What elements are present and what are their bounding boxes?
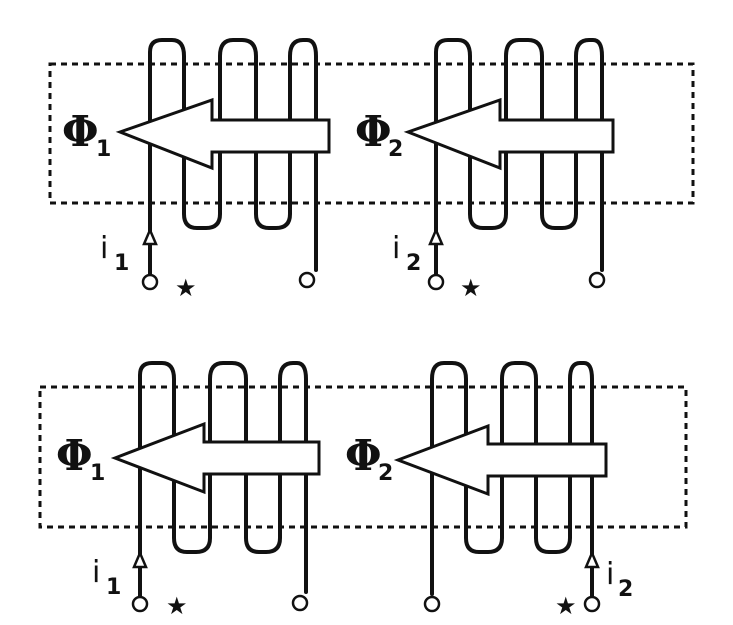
coil-1-terminal — [298, 271, 316, 289]
coil-1-terminal-dotted — [131, 595, 149, 613]
current-1-subscript: 1 — [114, 251, 129, 276]
magnetic-core-outline — [38, 385, 688, 529]
flux-1-subscript: 1 — [96, 137, 111, 162]
polarity-dot-1: ★ — [175, 276, 197, 302]
coil-1-winding — [138, 361, 308, 594]
coil-2-winding — [430, 361, 594, 596]
coil-2-terminal — [423, 595, 441, 613]
coil-2-terminal-dotted — [427, 273, 445, 291]
magnetic-core-outline — [48, 62, 695, 205]
current-2-subscript: 2 — [618, 577, 633, 602]
current-2-arrowhead — [584, 549, 600, 569]
coil-2: ★ Φ 2 i 2 — [355, 38, 615, 302]
current-1-arrowhead — [132, 549, 148, 569]
current-1-symbol: i — [100, 231, 108, 266]
flux-1-symbol: Φ — [56, 431, 93, 480]
current-1-subscript: 1 — [106, 575, 121, 600]
coil-2-terminal — [588, 271, 606, 289]
current-2-subscript: 2 — [406, 251, 421, 276]
flux-2-symbol: Φ — [345, 431, 382, 480]
current-1-arrowhead — [142, 226, 158, 246]
flux-1-symbol: Φ — [62, 107, 99, 156]
flux-1-subscript: 1 — [90, 461, 105, 486]
coil-2-terminal-dotted — [583, 595, 601, 613]
coil-2: ★ Φ 2 i 2 — [345, 361, 633, 620]
coil-2-winding — [434, 38, 604, 272]
flux-2-symbol: Φ — [355, 107, 392, 156]
flux-2-subscript: 2 — [388, 137, 403, 162]
polarity-dot-1: ★ — [166, 594, 188, 620]
flux-1-arrow — [115, 97, 331, 171]
flux-2-arrow — [393, 423, 608, 497]
coil-1: ★ Φ 1 i 1 — [62, 38, 331, 302]
current-2-symbol: i — [392, 231, 400, 266]
flux-2-subscript: 2 — [378, 461, 393, 486]
current-2-arrowhead — [428, 226, 444, 246]
flux-2-arrow — [403, 97, 615, 171]
coil-1-terminal-dotted — [141, 273, 159, 291]
polarity-dot-2: ★ — [460, 276, 482, 302]
coil-1-terminal — [291, 594, 309, 612]
coil-1-winding — [148, 38, 318, 272]
flux-1-arrow — [110, 421, 321, 495]
coil-1: ★ Φ 1 i 1 — [56, 361, 321, 620]
polarity-dot-2: ★ — [555, 594, 577, 620]
diagram-top: ★ Φ 1 i 1 ★ Φ 2 i 2 — [48, 38, 695, 302]
current-2-symbol: i — [606, 557, 614, 592]
current-1-symbol: i — [92, 555, 100, 590]
diagram-bottom: ★ Φ 1 i 1 ★ Φ 2 i 2 — [38, 361, 688, 620]
